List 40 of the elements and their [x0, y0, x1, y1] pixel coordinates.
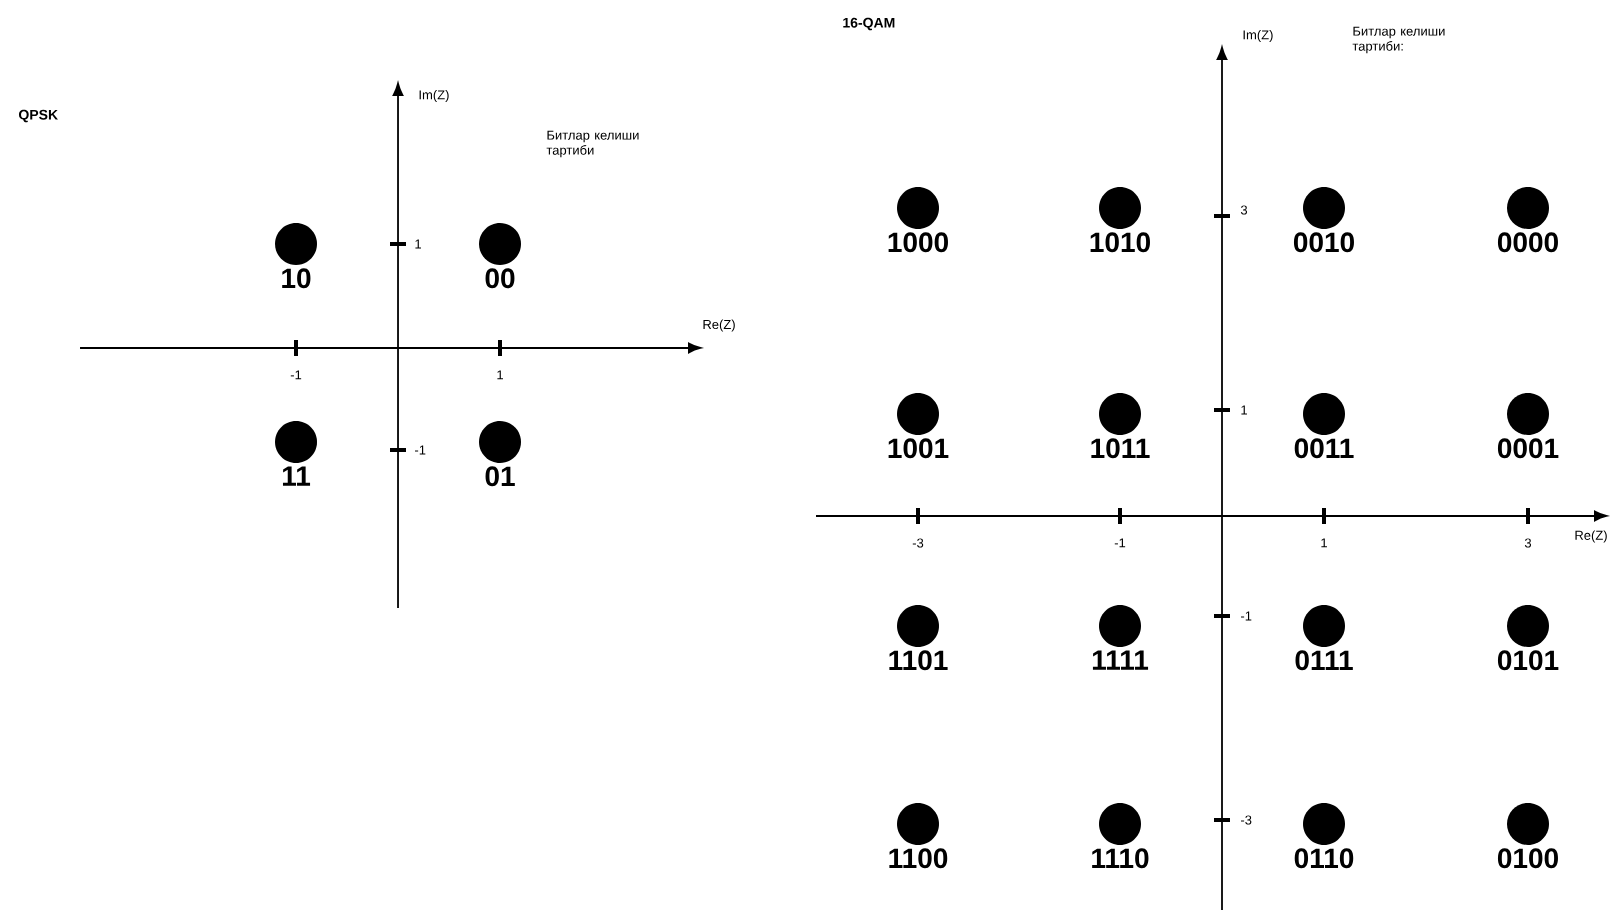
constellation-point: [1507, 803, 1549, 845]
bit-label: 0010: [1293, 232, 1354, 253]
bit-label: 0111: [1295, 650, 1353, 671]
bit-label: 0011: [1294, 438, 1354, 459]
constellation-point: [897, 187, 939, 229]
constellation-point: [479, 223, 521, 265]
bit-label: 1100: [889, 848, 948, 869]
constellation-point: [1099, 187, 1141, 229]
constellation-point: [479, 421, 521, 463]
bit-label: 10: [282, 268, 311, 289]
bit-label: 1101: [889, 650, 948, 671]
bit-label: 1110: [1092, 848, 1149, 869]
constellation-point: [897, 393, 939, 435]
constellation-point: [897, 803, 939, 845]
bit-label: 0001: [1497, 438, 1559, 459]
constellation-point: [1507, 605, 1549, 647]
constellation-point: [1303, 187, 1345, 229]
bit-label: 01: [485, 466, 515, 487]
constellation-point: [897, 605, 939, 647]
bit-label: 0000: [1497, 232, 1558, 253]
bit-label: 1011: [1091, 438, 1150, 459]
constellation-point: [1303, 393, 1345, 435]
constellation-point: [275, 223, 317, 265]
bit-label: 0101: [1497, 650, 1559, 671]
constellation-point: [1099, 803, 1141, 845]
bit-label: 1001: [888, 438, 949, 459]
constellation-point: [1507, 187, 1549, 229]
constellation-point: [1099, 393, 1141, 435]
constellation-point: [275, 421, 317, 463]
bit-label: 0100: [1497, 848, 1558, 869]
bit-label: 0110: [1294, 848, 1354, 869]
bit-label: 1000: [888, 232, 948, 253]
constellation-point: [1507, 393, 1549, 435]
constellation-point: [1099, 605, 1141, 647]
bit-label: 00: [485, 268, 515, 289]
bit-label: 11: [283, 466, 311, 486]
constellation-point: [1303, 605, 1345, 647]
bit-label: 1111: [1092, 650, 1149, 670]
bit-label: 1010: [1090, 232, 1150, 253]
constellation-point: [1303, 803, 1345, 845]
